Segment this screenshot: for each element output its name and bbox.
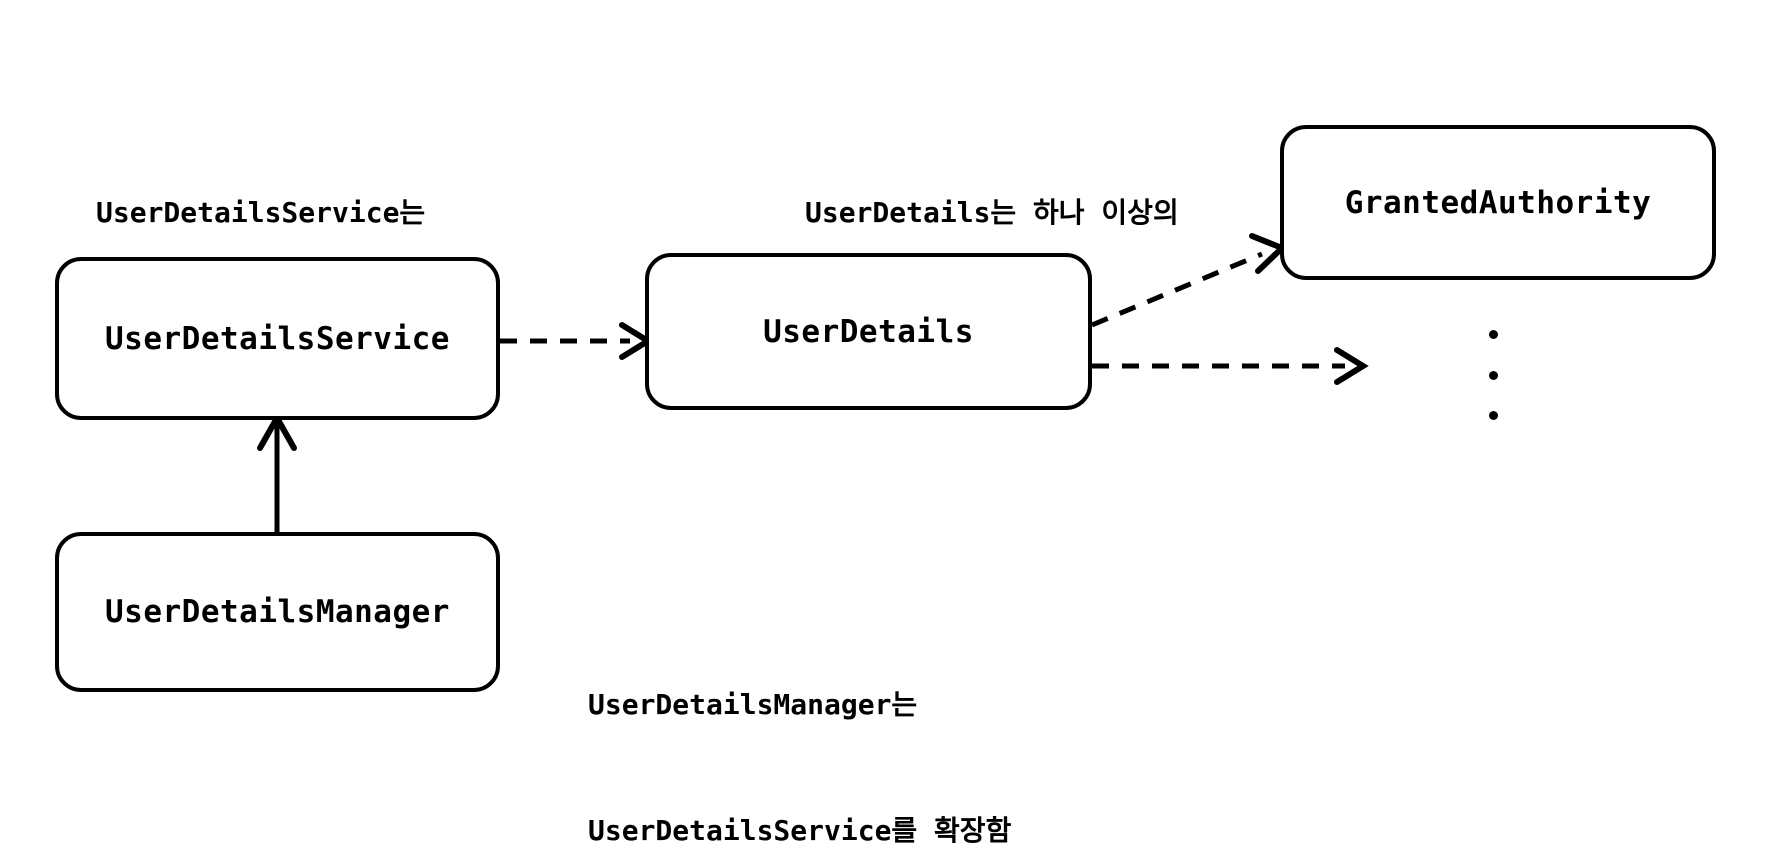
node-user-details-manager-label: UserDetailsManager	[105, 594, 450, 630]
annotation-service-uses-contract-line1: UserDetailsService는	[96, 196, 426, 229]
ellipsis-dot	[1488, 330, 1498, 339]
ellipsis-dot	[1488, 370, 1498, 380]
edge-service-to-details	[500, 322, 654, 360]
node-user-details-label: UserDetails	[763, 313, 974, 350]
annotation-details-has-authorities-line1: UserDetails는 하나 이상의	[805, 196, 1179, 229]
node-user-details-manager[interactable]: UserDetailsManager	[55, 532, 500, 692]
annotation-manager-extends-service-line1: UserDetailsManager는	[588, 688, 918, 721]
node-granted-authority-label: GrantedAuthority	[1344, 184, 1652, 221]
node-user-details-service[interactable]: UserDetailsService	[55, 257, 500, 420]
node-granted-authority[interactable]: GrantedAuthority	[1280, 125, 1716, 280]
vertical-ellipsis	[1488, 330, 1498, 420]
annotation-manager-extends-service: UserDetailsManager는 UserDetailsService를 …	[588, 600, 1011, 856]
node-user-details[interactable]: UserDetails	[645, 253, 1092, 410]
annotation-manager-extends-service-line2: UserDetailsService를 확장함	[588, 814, 1012, 847]
ellipsis-dot	[1488, 411, 1498, 420]
node-user-details-service-label: UserDetailsService	[105, 320, 450, 357]
